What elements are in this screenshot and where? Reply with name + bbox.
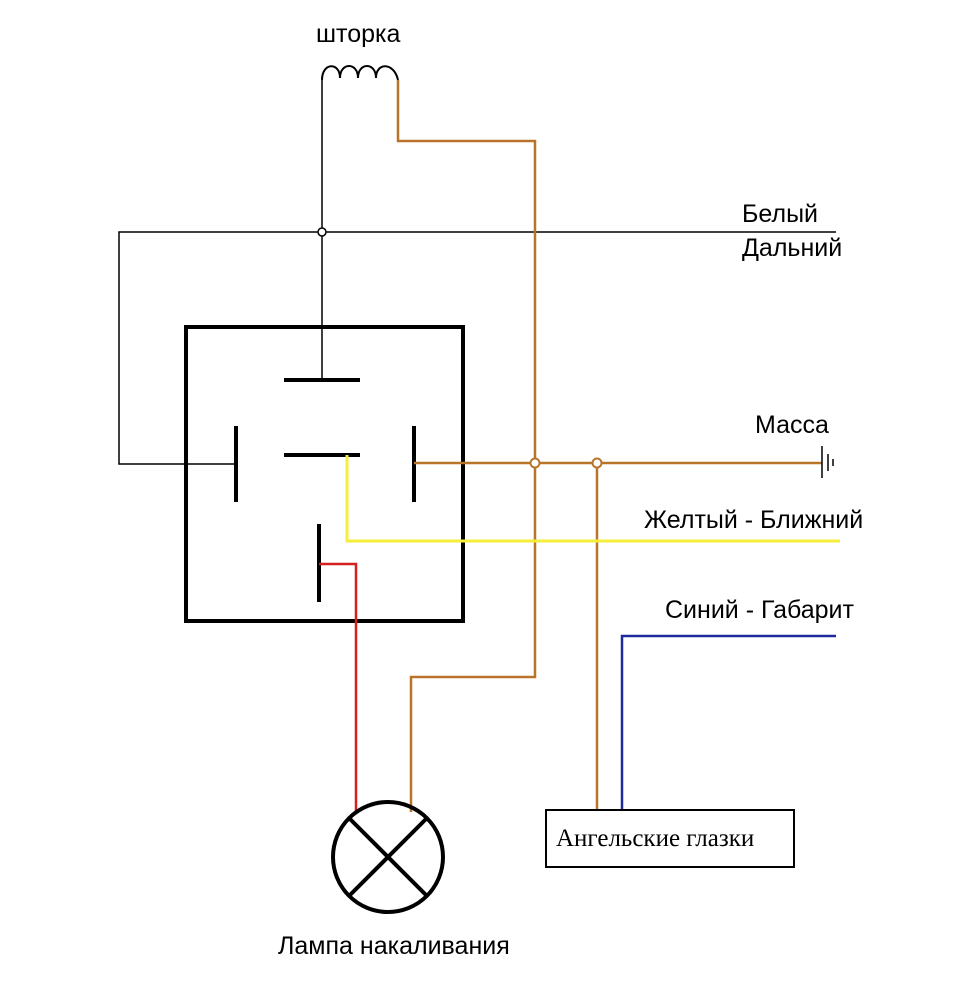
high-beam-label: Дальний: [742, 234, 843, 262]
ground-symbol: [821, 446, 834, 478]
white-label: Белый: [742, 200, 819, 228]
ground-label: Масса: [755, 411, 829, 439]
relay-contacts: [234, 378, 416, 602]
yellow-low-beam-wire: [345, 455, 840, 543]
blue-parking-label: Синий - Габарит: [665, 596, 854, 624]
solenoid-coil: [321, 65, 399, 81]
brown-coil-lamp-wire: [396, 80, 537, 812]
relay-box: [184, 325, 465, 623]
junction-node: [317, 227, 327, 237]
angel-eyes-box: [545, 809, 795, 868]
red-lamp-wire: [319, 562, 358, 812]
lamp-symbol: [331, 800, 445, 914]
white-high-beam-wire: [118, 231, 836, 465]
ground-junction-2: [591, 457, 603, 469]
shutter-label: шторка: [316, 20, 401, 48]
angel-eyes-label: Ангельские глазки: [556, 825, 755, 852]
yellow-low-beam-label: Желтый - Ближний: [644, 506, 864, 534]
ground-junction-1: [529, 457, 541, 469]
blue-parking-wire: [620, 634, 836, 810]
lamp-label: Лампа накаливания: [278, 932, 510, 960]
